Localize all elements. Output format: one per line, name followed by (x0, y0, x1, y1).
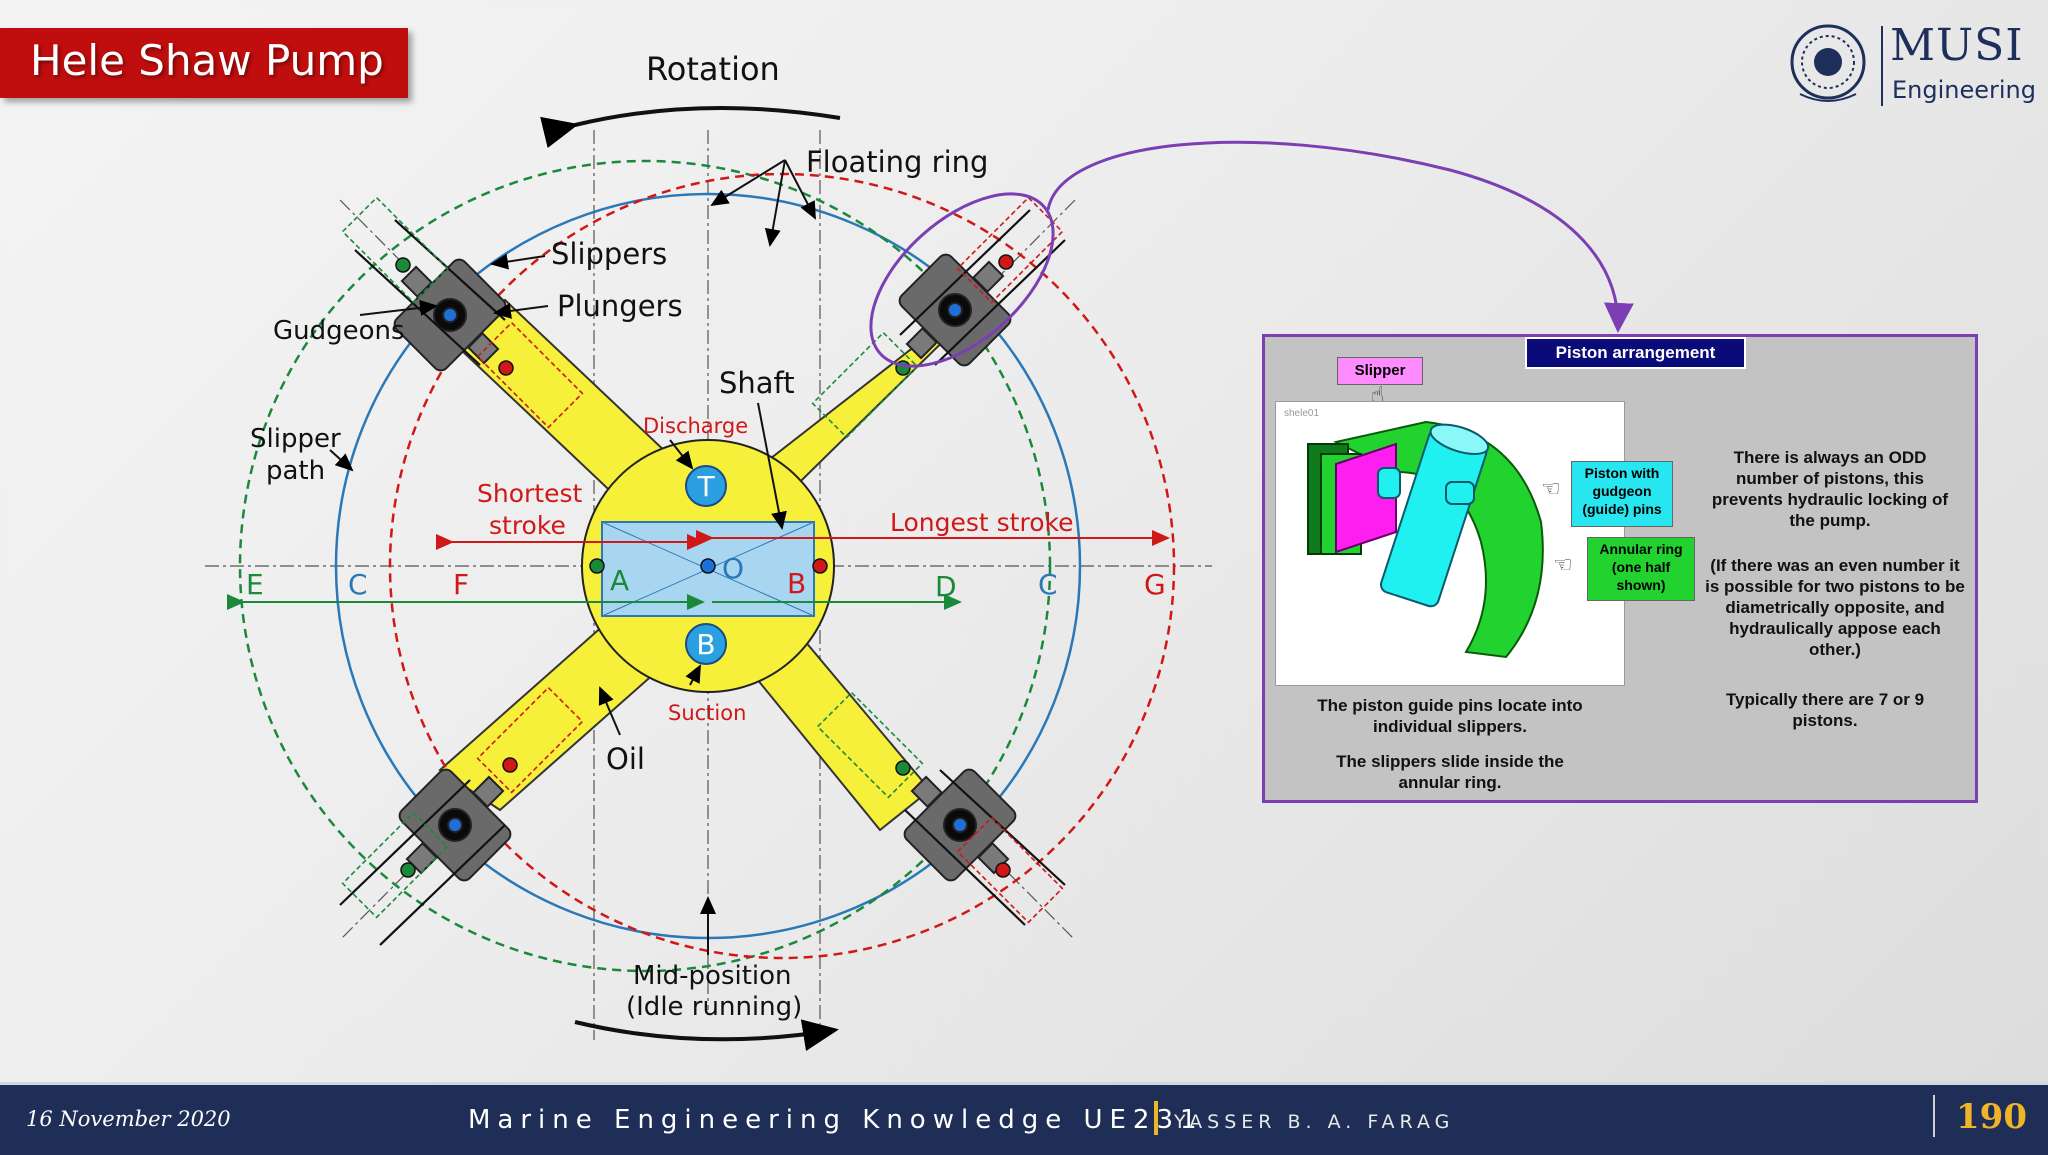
piston-tag: Piston with gudgeon (guide) pins (1571, 461, 1673, 527)
guide-pins-text: The piston guide pins locate into indivi… (1317, 696, 1583, 736)
emblem-icon (1790, 24, 1866, 102)
image-caption: shele01 (1284, 408, 1320, 419)
footer-divider (1933, 1095, 1935, 1137)
port-t-label: T (696, 470, 715, 503)
leader-arrows (329, 159, 816, 955)
logo-divider (1881, 26, 1883, 106)
axis-d-label: D (935, 570, 957, 603)
point-o-label: O (722, 552, 744, 585)
panel-header: Piston arrangement (1525, 337, 1746, 369)
displacement-boxes (341, 196, 1064, 924)
slipper-tag: Slipper (1337, 357, 1423, 385)
axis-c-left-label: C (348, 568, 368, 601)
footer-course: Marine Engineering Knowledge UE231 (468, 1105, 1204, 1135)
axis-f-label: F (453, 568, 469, 601)
slipper-path-label-1: Slipper (250, 424, 341, 454)
piston-illustration: shele01 (1275, 401, 1625, 686)
hand-pointer-icon: ☜ (1553, 553, 1573, 578)
slide-title: Hele Shaw Pump (30, 36, 384, 85)
footer-separator (1154, 1101, 1158, 1135)
longest-stroke-label: Longest stroke (890, 508, 1073, 537)
slipper-path-label-2: path (266, 456, 325, 486)
green-slipper-path (238, 159, 1052, 973)
slide-title-box: Hele Shaw Pump (0, 28, 408, 98)
callout-arrow (1046, 140, 1634, 333)
discharge-port: T (685, 465, 727, 507)
piston-arrangement-panel: Piston arrangement Slipper ☝ shele01 Pis… (1262, 334, 1978, 803)
rotation-label: Rotation (646, 50, 780, 88)
floating-ring-label: Floating ring (806, 145, 988, 179)
hele-shaw-diagram: T B Rotation Floating ring Slippers Plun… (205, 50, 1634, 1051)
footer-author: YASSER B. A. FARAG (1174, 1111, 1455, 1133)
suction-label: Suction (668, 701, 746, 725)
slide-footer: 16 November 2020 Marine Engineering Know… (0, 1082, 2048, 1155)
slippers-slide-text: The slippers slide inside the annular ri… (1336, 752, 1564, 792)
logo-name: MUSI (1890, 20, 2024, 71)
hand-pointer-icon: ☜ (1541, 477, 1561, 502)
axis-e-label: E (246, 568, 264, 601)
page-number: 190 (1956, 1097, 2027, 1137)
oil-label: Oil (606, 742, 645, 776)
rotation-arrow-top (540, 106, 841, 149)
ring-tag: Annular ring (one half shown) (1587, 537, 1695, 601)
even-pistons-text: (If there was an even number it is possi… (1705, 556, 1965, 659)
footer-date: 16 November 2020 (26, 1107, 231, 1131)
rotation-arrow-bottom (574, 1019, 839, 1051)
shortest-stroke-label-1: Shortest (477, 479, 582, 508)
point-b-label: B (787, 567, 806, 600)
axis-g-label: G (1144, 568, 1166, 601)
point-a-label: A (610, 564, 629, 597)
slippers-label: Slippers (551, 237, 667, 271)
plungers-label: Plungers (557, 289, 683, 323)
musi-logo: MUSI Engineering (1780, 12, 2040, 112)
typical-pistons-text: Typically there are 7 or 9 pistons. (1725, 690, 1925, 730)
gudgeons-label: Gudgeons (273, 316, 405, 346)
callout-ellipse (869, 192, 1055, 368)
shaft-label: Shaft (719, 366, 795, 400)
discharge-label: Discharge (643, 414, 748, 438)
odd-pistons-text: There is always an ODD number of pistons… (1711, 448, 1949, 530)
suction-port: B (685, 623, 727, 665)
mid-position-label-2: (Idle running) (626, 992, 802, 1022)
port-b-label: B (696, 628, 715, 661)
marker-dots (395, 254, 1014, 878)
axis-c-right-label: C (1038, 568, 1058, 601)
mid-position-label-1: Mid-position (633, 961, 792, 991)
guide-rails (339, 209, 1066, 946)
annular-ring-drawing (1307, 420, 1544, 659)
logo-subtitle: Engineering (1892, 76, 2036, 104)
shortest-stroke-label-2: stroke (489, 511, 566, 540)
